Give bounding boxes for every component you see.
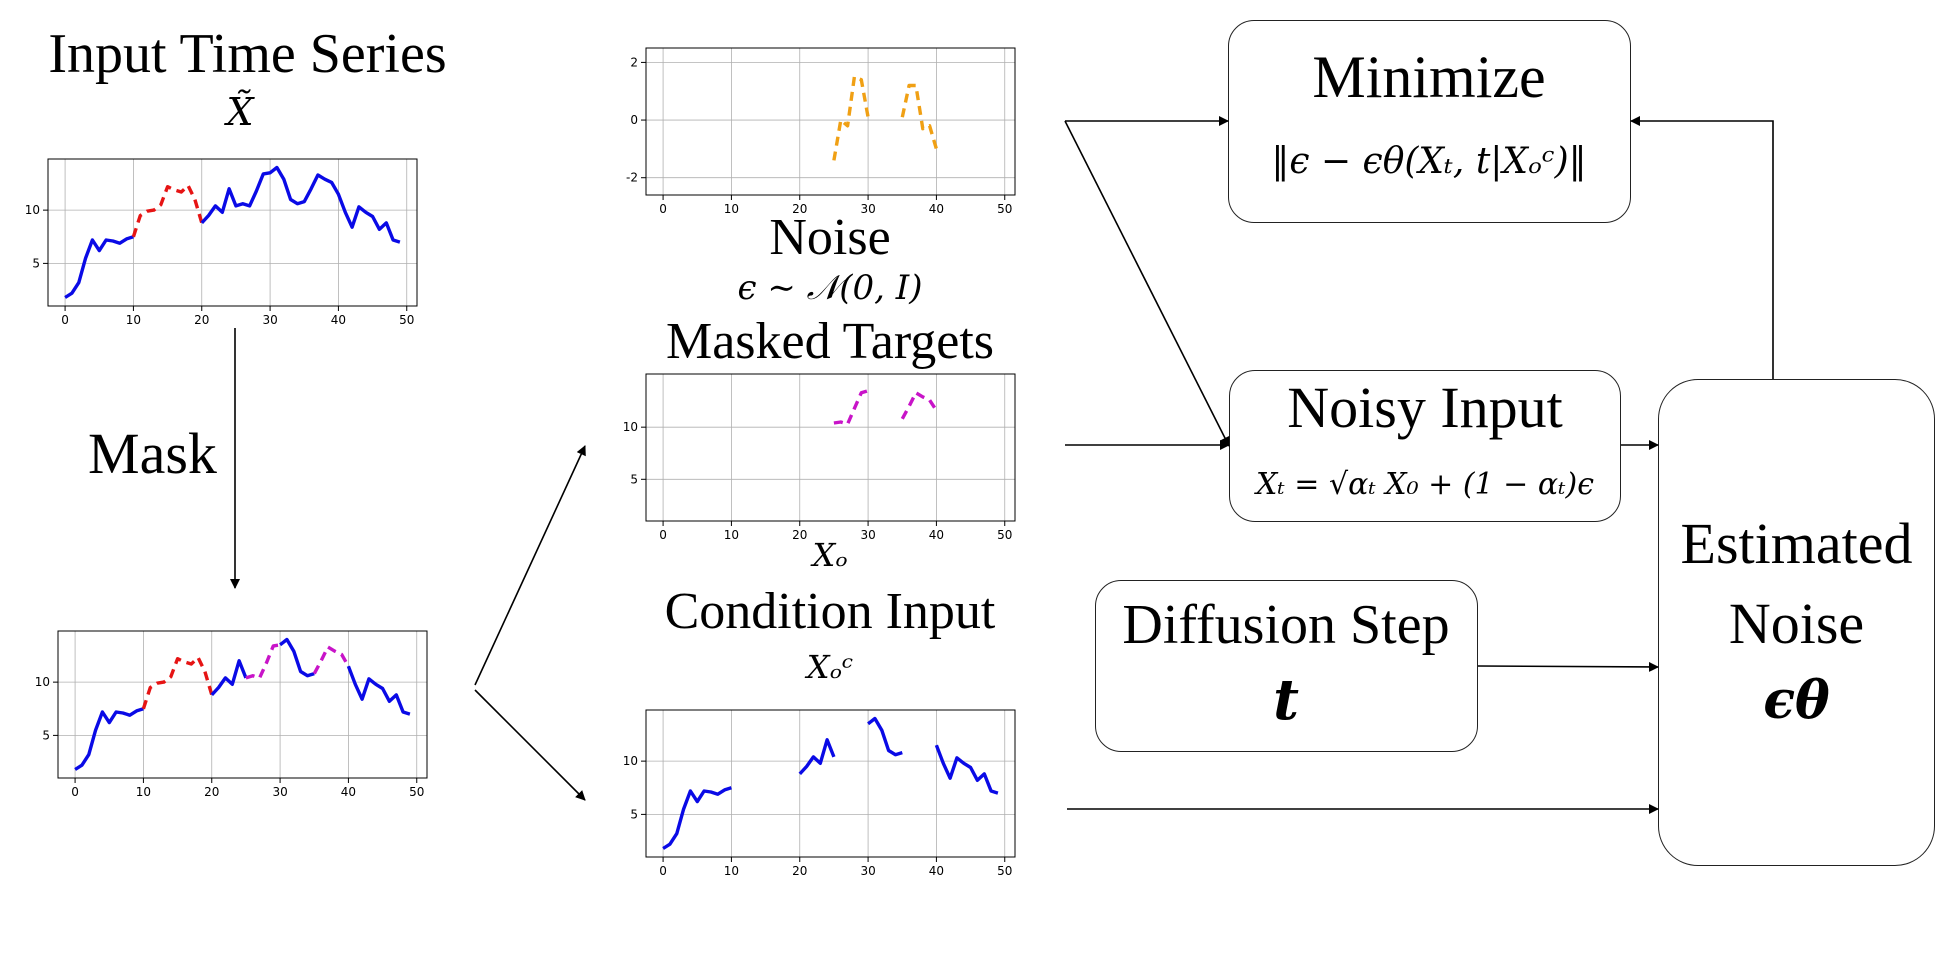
x-tick-label: 10: [724, 864, 739, 878]
series-line-noise: [900, 83, 939, 150]
masked-targets-plot: 0 10 20 30 40 50 5 10: [623, 373, 1016, 542]
series-line-observed: [346, 665, 411, 716]
y-tick-label: 0: [630, 113, 638, 127]
x-tick-label: 20: [204, 785, 219, 799]
y-tick-label: -2: [626, 171, 638, 185]
estimated-noise-line1: Estimated: [1680, 511, 1913, 576]
minimize-box: Minimize ‖ϵ − ϵθ(Xₜ, t|Xₒᶜ)‖: [1228, 20, 1631, 223]
x-tick-label: 30: [262, 313, 277, 327]
series-line-masked: [131, 183, 204, 238]
y-tick-label: 10: [35, 675, 50, 689]
plot-frame: [57, 630, 428, 779]
minimize-title: Minimize: [1312, 44, 1546, 110]
series-line-observed: [279, 637, 315, 678]
x-tick-label: 40: [929, 202, 944, 216]
x-tick-label: 0: [61, 313, 69, 327]
plot-frame: [645, 373, 1016, 522]
plot-frame: [645, 47, 1016, 196]
series-line-noise: [832, 75, 870, 161]
input-series-title: Input Time Series: [48, 23, 447, 85]
y-tick-label: 5: [42, 728, 50, 742]
condition-input-symbol: Xₒᶜ: [806, 648, 854, 686]
series-line-target: [900, 391, 938, 420]
estimated-noise-line2: Noise: [1728, 591, 1865, 656]
y-tick-label: 5: [630, 472, 638, 486]
noise-formula: ϵ ∼ 𝒩(0, I): [737, 268, 923, 308]
series-line-observed: [200, 165, 401, 244]
series-line-observed: [798, 738, 836, 776]
x-tick-label: 0: [659, 864, 667, 878]
condition-input-plot: 0 10 20 30 40 50 5 10: [623, 709, 1016, 878]
series-line-target: [245, 643, 281, 680]
arrow-diffusion-to-model: [1477, 661, 1659, 672]
series-line-observed: [662, 786, 732, 850]
x-tick-label: 30: [860, 202, 875, 216]
series-line-observed: [64, 235, 134, 299]
plot-frame: [645, 709, 1016, 858]
masked-targets-symbol: Xₒ: [812, 536, 848, 574]
estimated-noise-box: Estimated Noise ϵθ: [1658, 379, 1935, 866]
x-tick-label: 10: [724, 202, 739, 216]
arrow-split-down: [474, 689, 586, 801]
noisy-input-formula: Xₜ = √αₜ X₀ + (1 − αₜ)ϵ: [1255, 467, 1595, 502]
x-tick-label: 0: [659, 202, 667, 216]
arrow-noise-to-noisy-input: [1064, 120, 1230, 447]
x-tick-label: 20: [792, 528, 807, 542]
x-tick-label: 10: [126, 313, 141, 327]
x-tick-label: 50: [399, 313, 414, 327]
x-tick-label: 20: [792, 202, 807, 216]
x-tick-label: 40: [331, 313, 346, 327]
y-tick-label: 5: [32, 256, 40, 270]
noise-title: Noise: [769, 209, 891, 266]
x-tick-label: 40: [929, 864, 944, 878]
x-tick-label: 40: [341, 785, 356, 799]
arrow-split-up: [474, 445, 586, 686]
input-series-plot: 0 10 20 30 40 50 5 10: [25, 158, 418, 327]
x-tick-label: 20: [194, 313, 209, 327]
plot-frame: [47, 158, 418, 307]
x-tick-label: 50: [997, 528, 1012, 542]
series-line-masked: [141, 655, 214, 710]
x-tick-label: 30: [860, 864, 875, 878]
diffusion-step-title: Diffusion Step: [1122, 594, 1450, 656]
y-tick-label: 10: [623, 420, 638, 434]
arrow-model-to-minimize: [1630, 116, 1774, 379]
input-series-symbol: X̃: [226, 90, 254, 134]
y-tick-label: 10: [623, 754, 638, 768]
series-line-target: [833, 389, 869, 426]
noisy-input-title: Noisy Input: [1287, 375, 1563, 440]
x-tick-label: 20: [792, 864, 807, 878]
diffusion-step-symbol: t: [1273, 667, 1299, 733]
y-tick-label: 5: [630, 807, 638, 821]
condition-input-title: Condition Input: [664, 583, 996, 640]
masked-targets-title: Masked Targets: [665, 313, 995, 370]
x-tick-label: 0: [71, 785, 79, 799]
x-tick-label: 40: [929, 528, 944, 542]
x-tick-label: 50: [997, 864, 1012, 878]
x-tick-label: 0: [659, 528, 667, 542]
series-line-observed: [74, 707, 144, 771]
x-tick-label: 30: [860, 528, 875, 542]
x-tick-label: 10: [724, 528, 739, 542]
mask-label: Mask: [88, 421, 217, 486]
x-tick-label: 50: [997, 202, 1012, 216]
diffusion-step-box: Diffusion Step t: [1095, 580, 1478, 752]
x-tick-label: 50: [409, 785, 424, 799]
masked-series-plot: 0 10 20 30 40 50 5 10: [35, 630, 428, 799]
series-line-observed: [934, 744, 999, 795]
series-line-observed: [867, 716, 903, 757]
y-tick-label: 10: [25, 203, 40, 217]
x-tick-label: 30: [272, 785, 287, 799]
x-tick-label: 10: [136, 785, 151, 799]
y-tick-label: 2: [630, 55, 638, 69]
noise-plot: 0 10 20 30 40 50 -2 0 2: [626, 47, 1016, 216]
series-line-observed: [210, 659, 248, 697]
minimize-formula: ‖ϵ − ϵθ(Xₜ, t|Xₒᶜ)‖: [1271, 141, 1587, 182]
noisy-input-box: Noisy Input Xₜ = √αₜ X₀ + (1 − αₜ)ϵ: [1229, 370, 1621, 522]
estimated-noise-symbol: ϵθ: [1763, 670, 1830, 731]
series-line-target: [312, 645, 350, 675]
